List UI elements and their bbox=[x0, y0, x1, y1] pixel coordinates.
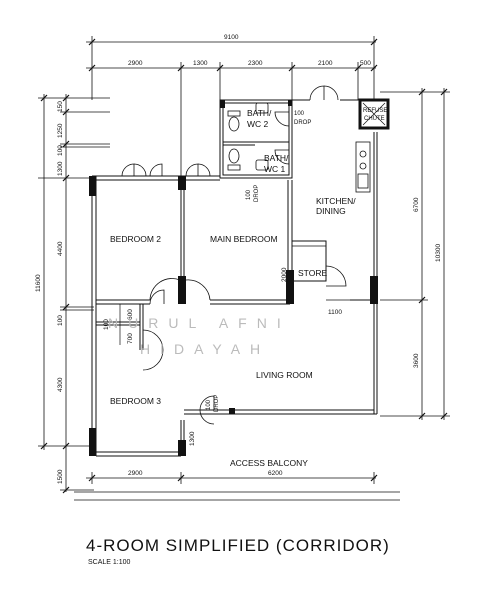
dim-top-1: 1300 bbox=[193, 60, 208, 67]
drop-bath1-1: 100 bbox=[246, 189, 252, 200]
dim-left-2: 100 bbox=[57, 145, 64, 156]
dim-inner-0: 1100 bbox=[328, 309, 342, 316]
left-dimension-lines bbox=[38, 94, 110, 492]
room-label-bath-2-1: BATH/ bbox=[247, 108, 272, 118]
dim-top-total: 9100 bbox=[224, 34, 239, 41]
wall-pillars bbox=[89, 100, 378, 456]
plan-scale: SCALE 1:100 bbox=[88, 559, 131, 566]
room-label-store: STORE bbox=[298, 268, 327, 278]
room-label-bedroom-2: BEDROOM 2 bbox=[110, 234, 161, 244]
dim-top-2: 2300 bbox=[248, 60, 263, 67]
refuse-chute-label-2: CHUTE bbox=[364, 116, 385, 122]
watermark-line-2: HIDAYAH bbox=[140, 341, 270, 357]
room-label-access-balcony: ACCESS BALCONY bbox=[230, 458, 308, 468]
room-label-bath-1-1: BATH/ bbox=[264, 153, 289, 163]
plan-title: 4-ROOM SIMPLIFIED (CORRIDOR) bbox=[86, 536, 390, 555]
room-label-kitchen-2: DINING bbox=[316, 206, 346, 216]
room-label-bath-1-2: WC 1 bbox=[264, 164, 286, 174]
refuse-chute: REFUSE CHUTE bbox=[358, 98, 390, 130]
doors bbox=[121, 85, 347, 425]
dim-left-4: 4400 bbox=[57, 241, 64, 256]
refuse-chute-label-1: REFUSE bbox=[363, 108, 387, 114]
dim-left-5: 100 bbox=[57, 315, 64, 326]
room-label-kitchen-1: KITCHEN/ bbox=[316, 196, 356, 206]
dim-inner-5: 100 bbox=[103, 319, 110, 330]
top-dimension-lines bbox=[86, 36, 376, 176]
drop-bath1-2: DROP bbox=[254, 185, 260, 202]
room-label-bedroom-3: BEDROOM 3 bbox=[110, 396, 161, 406]
dim-left-0: 150 bbox=[57, 101, 64, 112]
dim-left-7: 1500 bbox=[57, 469, 64, 484]
drop-bath2-1: 100 bbox=[294, 111, 305, 117]
fixtures bbox=[227, 102, 371, 247]
dim-top-4: 500 bbox=[360, 60, 371, 67]
dim-top-0: 2900 bbox=[128, 60, 143, 67]
dim-left-6: 4300 bbox=[57, 377, 64, 392]
right-dimension-lines bbox=[380, 88, 450, 420]
drop-living-2: DROP bbox=[214, 395, 220, 412]
dim-right-0: 6700 bbox=[413, 197, 420, 212]
room-label-bath-2-2: WC 2 bbox=[247, 119, 269, 129]
dim-inner-1: 2000 bbox=[281, 267, 288, 282]
drop-living-1: 100 bbox=[206, 399, 212, 410]
dim-inner-2: 1300 bbox=[189, 431, 196, 446]
room-label-living-room: LIVING ROOM bbox=[256, 370, 313, 380]
dim-inner-4: 700 bbox=[127, 333, 134, 344]
dim-inner-3: 600 bbox=[127, 309, 134, 320]
dim-bottom-1: 6200 bbox=[268, 470, 283, 477]
dim-left-1: 1250 bbox=[57, 123, 64, 138]
dim-bottom-0: 2900 bbox=[128, 470, 143, 477]
dim-right-1: 3600 bbox=[413, 353, 420, 368]
room-label-main-bedroom: MAIN BEDROOM bbox=[210, 234, 278, 244]
dim-top-3: 2100 bbox=[318, 60, 333, 67]
dim-right-total: 10300 bbox=[435, 244, 442, 262]
watermark-line-1: NURUL AFNI bbox=[108, 315, 291, 331]
drop-bath2-2: DROP bbox=[294, 120, 311, 126]
dim-left-total: 11600 bbox=[35, 274, 42, 292]
dim-left-3: 1300 bbox=[57, 161, 64, 176]
bottom-dimension-lines bbox=[74, 472, 400, 501]
